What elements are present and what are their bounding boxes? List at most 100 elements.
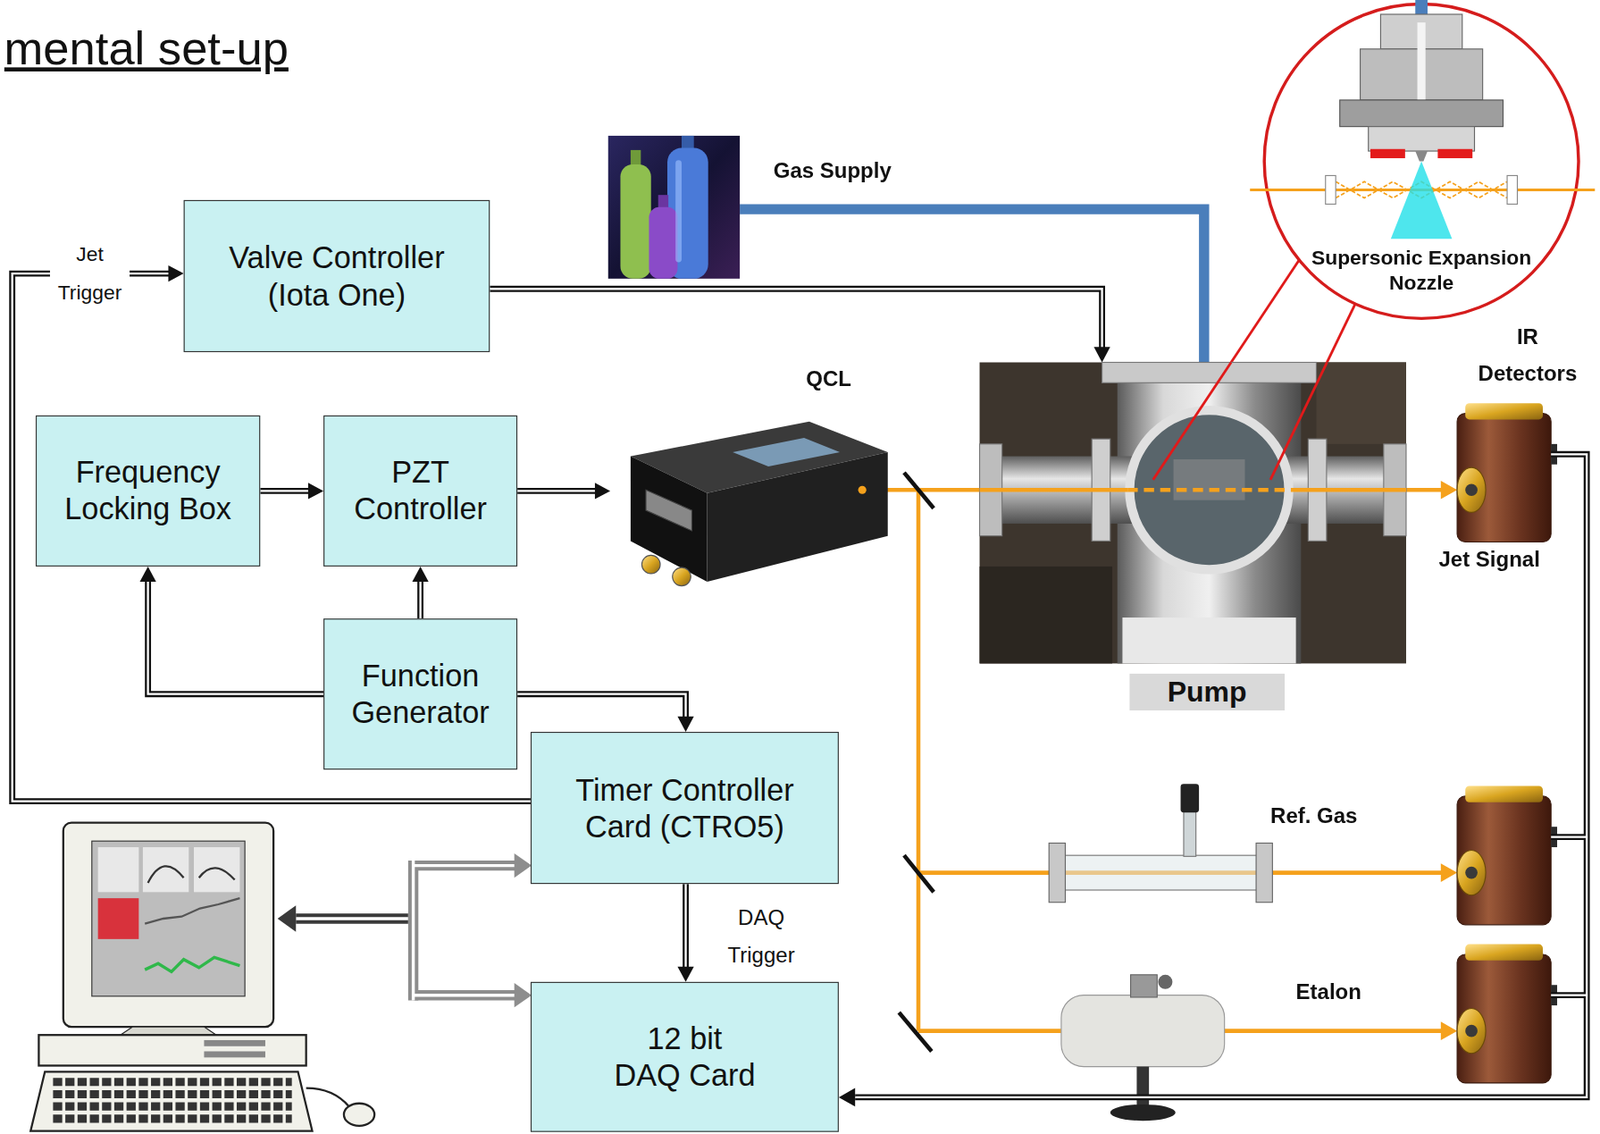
- qcl-aperture: [858, 485, 867, 495]
- connector-line: [517, 694, 686, 719]
- signal-connector: [259, 482, 324, 499]
- signal-label: Jet Trigger: [50, 235, 130, 312]
- arrowhead: [594, 482, 611, 499]
- connector-line: [517, 487, 597, 495]
- chamber-interior: [1173, 459, 1246, 501]
- qcl-fitting: [641, 554, 661, 574]
- ir-detector-cap: [1465, 402, 1543, 419]
- bottle-neck: [630, 150, 641, 167]
- qcl-front: [707, 452, 888, 582]
- drive-slot: [203, 1050, 266, 1057]
- qcl-sticker: [732, 437, 840, 467]
- gas-bottle: [648, 207, 678, 279]
- device-label: Pump: [1129, 673, 1284, 711]
- beam-arrowhead: [1440, 1021, 1458, 1040]
- connector-core: [517, 489, 597, 492]
- screen-plot: [148, 865, 185, 883]
- pc-bus-core: [413, 863, 516, 867]
- keyboard-keys: [52, 1089, 292, 1098]
- screen-plot: [199, 867, 235, 880]
- connector-line: [417, 579, 424, 619]
- nozzle-plate: [1368, 126, 1475, 151]
- screen-plot: [144, 956, 240, 972]
- zoom-line: [1326, 303, 1355, 362]
- lab-ground: [980, 566, 1113, 664]
- box-label: PZT Controller: [343, 453, 497, 528]
- signal-connector: [677, 883, 694, 982]
- beam-arrowhead: [1440, 480, 1458, 500]
- ir-detector-body: [1457, 413, 1551, 543]
- zoom-line: [1270, 361, 1327, 479]
- gas-supply-cylinders-art: [608, 135, 740, 279]
- gas-pipe: [739, 209, 1205, 362]
- monitor: [63, 822, 274, 1027]
- pc-bus: [413, 989, 516, 1000]
- part-label: Jet Signal: [1439, 546, 1541, 571]
- zoom-circle: [1264, 4, 1579, 319]
- part-label: Etalon: [1296, 980, 1362, 1005]
- beam-splitter: [898, 1012, 932, 1051]
- detector-wire-core: [1550, 835, 1587, 838]
- gas-cell-tube: [1061, 854, 1261, 890]
- ir-detector-cap: [1465, 786, 1543, 803]
- qcl-connector: [645, 489, 692, 531]
- chamber-tube: [1117, 361, 1302, 663]
- ir-detector-element: [1465, 866, 1478, 880]
- pc-case: [38, 1034, 306, 1065]
- ir-detector-window: [1457, 1008, 1486, 1054]
- connector-core: [517, 694, 686, 719]
- keyboard-keys: [52, 1077, 292, 1086]
- laser-beam: [916, 489, 922, 1031]
- pc-bus-core: [413, 993, 516, 997]
- box-label: 12 bit DAQ Card: [611, 1020, 757, 1094]
- gas-line: [739, 209, 1205, 362]
- gas-supply-cylinders: Gas Supply: [608, 135, 740, 279]
- page-title: mental set-up: [4, 20, 289, 76]
- nozzle-tip: [1415, 150, 1428, 161]
- ir-detector-cap: [1465, 944, 1543, 961]
- beam-arrowhead: [1440, 862, 1458, 882]
- qcl-laser: QCL: [610, 393, 909, 609]
- lab-ground: [980, 361, 1407, 663]
- laser-beam: [865, 487, 1442, 493]
- part-label: IR Detectors: [1465, 318, 1589, 392]
- vacuum-chamber: Pump: [980, 361, 1407, 663]
- arrowhead: [308, 482, 324, 499]
- pc-link: [295, 913, 409, 923]
- bottle-neck: [658, 194, 669, 210]
- nozzle-flange: [1340, 100, 1504, 127]
- gas-cell-stem: [1183, 811, 1197, 856]
- signal-connector: [139, 566, 324, 695]
- keyboard-keys: [52, 1102, 292, 1111]
- arrowhead: [167, 265, 184, 282]
- nozzle-seal: [1437, 149, 1473, 159]
- qcl-fitting: [672, 567, 692, 587]
- connector-core: [418, 579, 421, 619]
- arrowhead: [677, 966, 694, 982]
- drive-slot: [203, 1039, 266, 1047]
- pc-arrowhead: [277, 904, 297, 932]
- screen-panel: [193, 846, 240, 892]
- nozzle-callout-circle: Supersonic Expansion Nozzle: [1262, 1, 1581, 320]
- signal-connector: [517, 482, 611, 499]
- pc-bus: [413, 860, 516, 871]
- frequency-locking-box: Frequency Locking Box: [35, 415, 260, 567]
- mouse-cord: [306, 1088, 350, 1107]
- pc-link-core: [295, 916, 409, 920]
- qcl-laser-art: [610, 393, 909, 609]
- bottle-neck: [681, 135, 695, 151]
- zoom-line: [1153, 361, 1232, 479]
- laser-beam: [1127, 487, 1291, 493]
- connector-core: [148, 579, 324, 695]
- daq-card-box: 12 bit DAQ Card: [530, 981, 839, 1132]
- ir-detector-body: [1457, 795, 1551, 925]
- screen-panel: [142, 846, 189, 892]
- laser-beam: [980, 487, 1407, 493]
- connector-core: [684, 883, 687, 969]
- ir-detector-body: [1457, 954, 1551, 1083]
- detector-wire: [1550, 833, 1587, 840]
- ir-detector-element: [1465, 483, 1478, 496]
- chamber-base: [1122, 617, 1296, 663]
- signal-connector: [411, 566, 428, 619]
- chamber-flange: [1102, 361, 1317, 383]
